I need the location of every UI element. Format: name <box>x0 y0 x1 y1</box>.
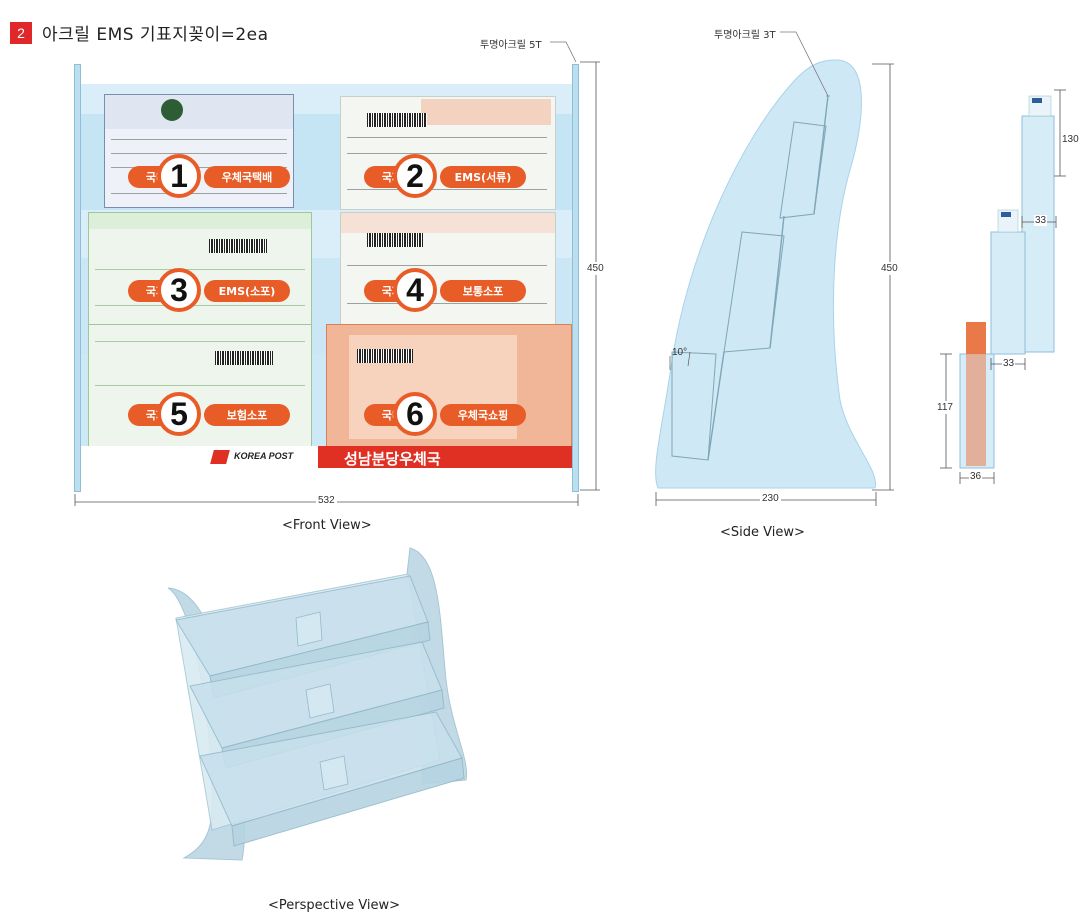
side-height-label: 450 <box>881 262 898 275</box>
barcode-icon <box>357 349 413 363</box>
barcode-icon <box>367 113 427 127</box>
slot-2-number: 2 <box>393 154 437 198</box>
slot-4-number: 4 <box>393 268 437 312</box>
form-emblem-icon <box>161 99 183 121</box>
title-text: 아크릴 EMS 기표지꽂이=2ea <box>42 25 269 45</box>
side-material-callout: 투명아크릴 3T <box>714 30 776 41</box>
form-line <box>347 153 547 154</box>
form-line <box>111 193 287 194</box>
profile-top-width: 33 <box>1034 215 1048 226</box>
slot-5-number: 5 <box>157 392 201 436</box>
barcode-icon <box>367 233 423 247</box>
form-line <box>111 153 287 154</box>
front-material-callout: 투명아크릴 5T <box>480 40 542 51</box>
form-line <box>95 385 305 386</box>
form-header-strip <box>105 95 293 129</box>
form-line <box>111 139 287 140</box>
slot-label-5: 국제 보험소포 5 <box>128 392 290 438</box>
front-left-post <box>74 64 81 492</box>
form-line <box>347 265 547 266</box>
slot-5-right-pill: 보험소포 <box>204 404 290 426</box>
form-line <box>95 341 305 342</box>
form-ems-documents <box>340 96 556 210</box>
side-view-caption: <Side View> <box>720 525 805 540</box>
form-header-strip <box>89 213 311 229</box>
profile-top-height: 130 <box>1062 134 1079 145</box>
slot-2-right-pill: EMS(서류) <box>440 166 526 188</box>
slot-1-number: 1 <box>157 154 201 198</box>
form-line <box>95 305 305 306</box>
form-line <box>347 303 547 304</box>
side-angle-label: 10° <box>672 347 688 358</box>
front-width-label: 532 <box>316 495 337 506</box>
title-number-badge: 2 <box>10 21 32 44</box>
slot-1-right-pill: 우체국택배 <box>204 166 290 188</box>
korea-post-logo-text: KOREA POST <box>234 451 294 461</box>
profile-bottom-height: 117 <box>937 401 953 414</box>
form-line <box>95 269 305 270</box>
page-title: 2 아크릴 EMS 기표지꽂이=2ea <box>10 20 269 45</box>
profile-bottom-width: 36 <box>969 471 983 482</box>
form-domestic-parcel <box>104 94 294 208</box>
slot-6-number: 6 <box>393 392 437 436</box>
slot-label-2: 국제 EMS(서류) 2 <box>364 154 526 200</box>
front-height-label: 450 <box>587 262 604 275</box>
barcode-icon <box>209 239 267 253</box>
form-line <box>347 189 547 190</box>
slot-3-right-pill: EMS(소포) <box>204 280 290 302</box>
slot-label-4: 국제 보통소포 4 <box>364 268 526 314</box>
form-header-strip <box>341 213 555 233</box>
slot-6-right-pill: 우체국쇼핑 <box>440 404 526 426</box>
front-right-post <box>572 64 579 492</box>
form-ems-parcel <box>88 212 312 328</box>
form-regular-parcel <box>340 212 556 326</box>
profile-mid-width: 33 <box>1002 358 1016 369</box>
slot-label-3: 국제 EMS(소포) 3 <box>128 268 290 314</box>
front-view: KOREA POST 성남분당우체국 국내 우체국택배 1 국제 EMS(서류)… <box>74 62 580 494</box>
post-office-name: 성남분당우체국 <box>344 450 441 468</box>
bottom-banner-red <box>318 446 572 468</box>
form-line <box>347 137 547 138</box>
side-width-label: 230 <box>760 493 781 504</box>
slot-label-6: 국내 우체국쇼핑 6 <box>364 392 526 438</box>
form-postal-shopping <box>326 324 572 452</box>
slot-4-right-pill: 보통소포 <box>440 280 526 302</box>
form-header-strip <box>421 99 551 125</box>
slot-label-1: 국내 우체국택배 1 <box>128 154 290 200</box>
barcode-icon <box>215 351 273 365</box>
front-view-caption: <Front View> <box>282 518 372 533</box>
form-insured-parcel <box>88 324 312 448</box>
slot-3-number: 3 <box>157 268 201 312</box>
perspective-view-caption: <Perspective View> <box>268 898 401 913</box>
